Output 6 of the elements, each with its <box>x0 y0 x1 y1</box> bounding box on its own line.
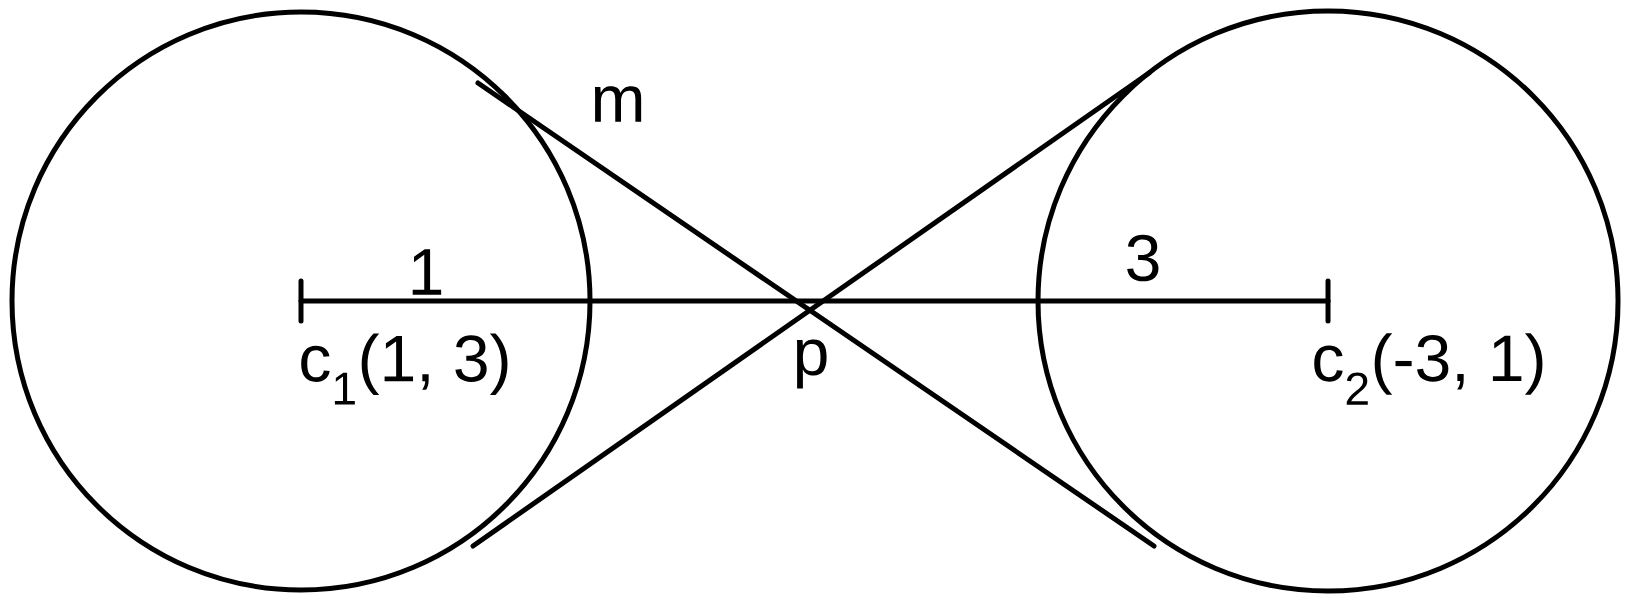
point-label: c$_{2}$(-3, 1) <box>1314 333 1543 405</box>
line-label: m <box>594 86 642 122</box>
point-label: p <box>796 339 827 389</box>
length-label: 3 <box>1127 234 1159 282</box>
point-label: c$_{1}$(1, 3) <box>301 333 508 405</box>
length-label: 1 <box>412 249 442 295</box>
